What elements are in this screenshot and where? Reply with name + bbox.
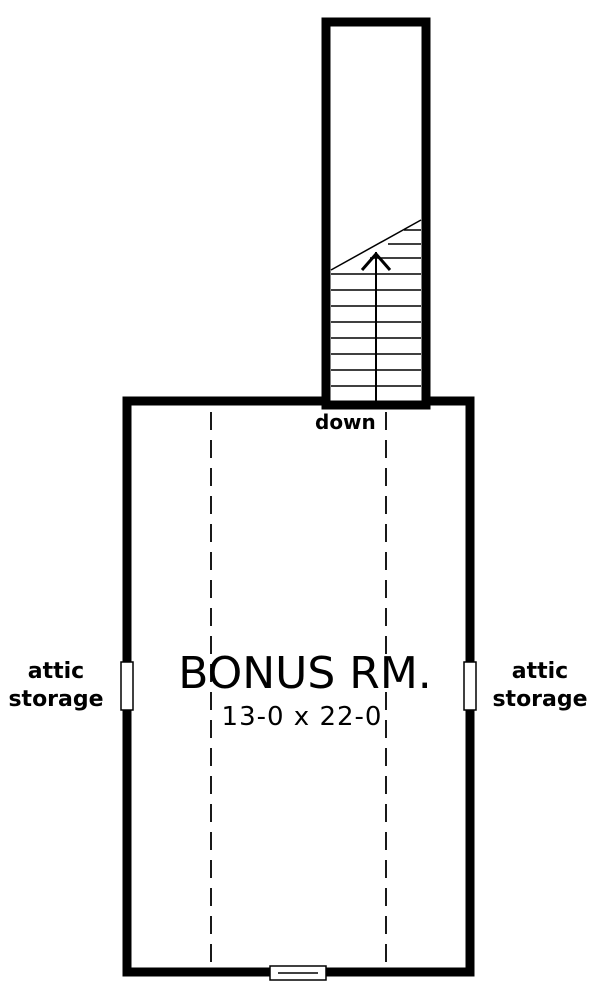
room-name: BONUS RM. bbox=[178, 648, 432, 699]
left-wall-opening bbox=[120, 661, 134, 711]
stairwell bbox=[321, 17, 431, 410]
left-attic-label-line2: storage bbox=[8, 687, 103, 712]
stair-down-label: down bbox=[315, 410, 376, 434]
right-wall-opening bbox=[463, 661, 477, 711]
right-attic-label-line1: attic bbox=[512, 659, 568, 684]
stair-direction-arrow bbox=[360, 251, 392, 408]
stair-break-line bbox=[330, 219, 422, 271]
room-dimensions: 13-0 x 22-0 bbox=[222, 702, 383, 732]
left-attic-label-line1: attic bbox=[28, 659, 84, 684]
bottom-window bbox=[269, 965, 327, 981]
right-attic-label-line2: storage bbox=[492, 687, 587, 712]
bonus-room bbox=[120, 396, 477, 981]
